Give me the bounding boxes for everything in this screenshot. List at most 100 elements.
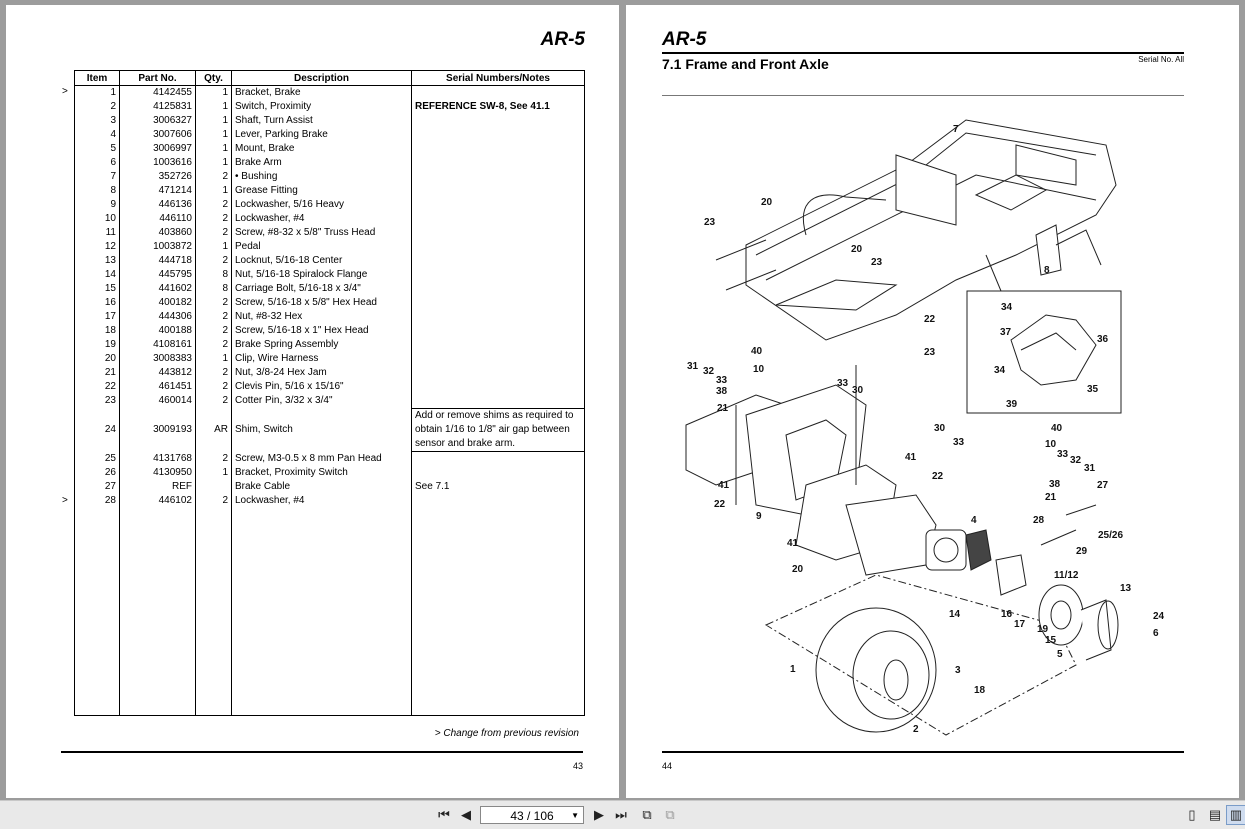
notes-cell: See 7.1 <box>411 480 585 494</box>
description-cell: Shim, Switch <box>231 408 412 452</box>
last-page-icon[interactable]: ⏭ <box>615 807 627 822</box>
change-footnote: > Change from previous revision <box>434 728 579 739</box>
page-select[interactable]: 43 / 106 ▼ <box>480 806 584 824</box>
part-callout-label: 20 <box>761 197 773 208</box>
header-notes: Serial Numbers/Notes <box>411 70 585 86</box>
part-callout-label: 22 <box>924 314 936 325</box>
right-page: AR-5 7.1 Frame and Front Axle Serial No.… <box>626 5 1239 798</box>
qty-cell: 1 <box>195 85 232 100</box>
wheel-drawing <box>764 574 1077 736</box>
part-number-cell: 441602 <box>119 282 196 296</box>
qty-cell: 8 <box>195 268 232 282</box>
description-cell: Screw, 5/16-18 x 1" Hex Head <box>231 324 412 338</box>
qty-cell: 2 <box>195 226 232 240</box>
description-cell: Brake Cable <box>231 480 412 494</box>
header-rule <box>662 95 1184 96</box>
qty-cell: 2 <box>195 254 232 268</box>
notes-cell <box>411 226 585 240</box>
qty-cell: 2 <box>195 494 232 508</box>
part-callout-label: 17 <box>1014 619 1026 630</box>
serial-number: Serial No. All <box>1138 55 1184 64</box>
parts-table: Item Part No. Qty. Description Serial Nu… <box>74 70 585 716</box>
description-cell: Lockwasher, #4 <box>231 494 412 508</box>
notes-cell <box>411 324 585 338</box>
viewer-toolbar: ⏮ ◀ 43 / 106 ▼ ▶ ⏭ ⧉ ⧉ ▯ ▤ ▥ <box>0 800 1245 829</box>
part-callout-label: 7 <box>953 124 959 135</box>
part-callout-label: 23 <box>871 257 883 268</box>
single-page-icon[interactable]: ▯ <box>1188 807 1196 822</box>
prev-page-icon[interactable]: ◀ <box>461 807 471 822</box>
qty-cell: 1 <box>195 184 232 198</box>
part-callout-label: 20 <box>851 244 863 255</box>
notes-cell <box>411 466 585 480</box>
qty-cell: 2 <box>195 380 232 394</box>
notes-cell <box>411 310 585 324</box>
item-cell: 24 <box>74 408 120 452</box>
part-number-cell: 3006997 <box>119 142 196 156</box>
description-cell: Lockwasher, 5/16 Heavy <box>231 198 412 212</box>
facing-page-icon[interactable]: ▥ <box>1226 805 1245 825</box>
right-page-code: AR-5 <box>662 29 707 50</box>
part-callout-label: 28 <box>1033 515 1045 526</box>
notes-cell <box>411 184 585 198</box>
description-cell: Pedal <box>231 240 412 254</box>
part-number-cell: 4142455 <box>119 85 196 100</box>
qty-cell: 1 <box>195 466 232 480</box>
part-callout-label: 18 <box>974 685 986 696</box>
notes-cell <box>411 114 585 128</box>
part-number-cell: 446102 <box>119 494 196 508</box>
description-cell: Clip, Wire Harness <box>231 352 412 366</box>
notes-cell <box>411 85 585 100</box>
item-cell: 11 <box>74 226 120 240</box>
continuous-page-icon[interactable]: ▤ <box>1208 807 1222 822</box>
item-cell: 22 <box>74 380 120 394</box>
bottom-rule-right <box>662 751 1184 753</box>
item-cell: 3 <box>74 114 120 128</box>
description-cell: Screw, 5/16-18 x 5/8" Hex Head <box>231 296 412 310</box>
part-callout-label: 31 <box>687 361 699 372</box>
part-number-cell: 446110 <box>119 212 196 226</box>
part-callout-label: 21 <box>1045 492 1057 503</box>
part-callout-label: 39 <box>1006 399 1018 410</box>
part-callout-label: 31 <box>1084 463 1096 474</box>
notes-cell <box>411 394 585 409</box>
notes-cell: Add or remove shims as required to obtai… <box>411 408 585 452</box>
brake-assembly-drawing <box>685 365 1097 596</box>
left-page: AR-5 Item Part No. Qty. Description Seri… <box>6 5 619 798</box>
description-cell: Nut, 5/16-18 Spiralock Flange <box>231 268 412 282</box>
parts-table-header: Item Part No. Qty. Description Serial Nu… <box>74 70 585 86</box>
qty-cell: 1 <box>195 156 232 170</box>
notes-cell <box>411 494 585 508</box>
description-cell: Nut, 3/8-24 Hex Jam <box>231 366 412 380</box>
qty-cell <box>195 480 232 494</box>
rotate-alt-icon[interactable]: ⧉ <box>665 807 675 822</box>
notes-cell <box>411 352 585 366</box>
part-callout-label: 14 <box>949 609 961 620</box>
item-cell: 28 <box>74 494 120 508</box>
empty-cell <box>231 508 412 716</box>
qty-cell: 2 <box>195 338 232 352</box>
change-marker: > <box>62 495 68 506</box>
part-callout-label: 34 <box>994 365 1006 376</box>
rotate-icon[interactable]: ⧉ <box>642 807 652 822</box>
item-cell: 1 <box>74 85 120 100</box>
qty-cell: 2 <box>195 451 232 466</box>
part-number-cell: REF <box>119 480 196 494</box>
next-page-icon[interactable]: ▶ <box>594 807 604 822</box>
part-callout-label: 29 <box>1076 546 1088 557</box>
part-callout-label: 38 <box>1049 479 1061 490</box>
part-number-cell: 445795 <box>119 268 196 282</box>
qty-cell: 2 <box>195 310 232 324</box>
first-page-icon[interactable]: ⏮ <box>438 807 450 822</box>
notes-cell <box>411 142 585 156</box>
change-marker: > <box>62 86 68 97</box>
